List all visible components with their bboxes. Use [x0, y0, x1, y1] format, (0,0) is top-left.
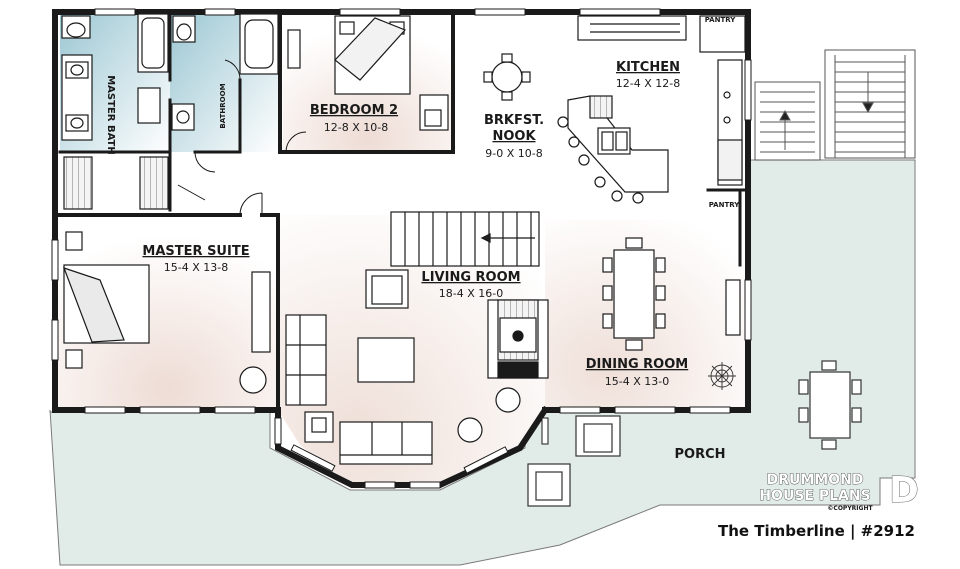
brand-logo: DRUMMOND HOUSE PLANS ©COPYRIGHT D — [759, 470, 919, 512]
living-room-label: LIVING ROOM — [421, 270, 520, 285]
brand-copyright: ©COPYRIGHT — [827, 505, 873, 512]
porch-chairs — [527, 415, 621, 507]
doors — [177, 59, 307, 216]
master-suite-label: MASTER SUITE — [142, 244, 249, 259]
master-suite-furniture — [62, 231, 271, 394]
brand-line1: DRUMMOND — [767, 472, 864, 488]
dining-room-label: DINING ROOM — [586, 357, 688, 372]
nook-label-line2: NOOK — [492, 129, 536, 144]
nook-dims: 9-0 X 10-8 — [485, 147, 542, 160]
nook-label-line1: BRKFST. — [484, 113, 544, 128]
bedroom2-dims: 12-8 X 10-8 — [324, 121, 388, 134]
master-suite-dims: 15-4 X 13-8 — [164, 261, 228, 274]
brand-logo-letter: D — [889, 470, 919, 511]
plan-caption: The Timberline | #2912 — [718, 522, 915, 541]
porch-label: PORCH — [674, 447, 725, 462]
room-labels: MASTER BATH BATHROOM BEDROOM 2 12-8 X 10… — [105, 16, 740, 462]
living-room-dims: 18-4 X 16-0 — [439, 287, 503, 300]
bathroom-label: BATHROOM — [219, 83, 227, 128]
bath-fixtures — [61, 13, 279, 210]
dining-room-dims: 15-4 X 13-0 — [605, 375, 669, 388]
living-furniture — [285, 211, 549, 465]
windows — [51, 8, 752, 489]
master-bath-label: MASTER BATH — [105, 75, 116, 155]
bedroom2-furniture — [287, 15, 449, 131]
deck-stairs — [754, 49, 916, 161]
kitchen-dims: 12-4 X 12-8 — [616, 77, 680, 90]
kitchen-label: KITCHEN — [616, 60, 680, 75]
brand-line2: HOUSE PLANS — [759, 488, 870, 504]
bedroom2-label: BEDROOM 2 — [310, 103, 398, 118]
pantry-kitchen-label: PANTRY — [705, 16, 737, 24]
pantry-label: PANTRY — [709, 201, 741, 209]
kitchen-fixtures — [483, 15, 746, 390]
porch-dining-set — [798, 360, 862, 450]
